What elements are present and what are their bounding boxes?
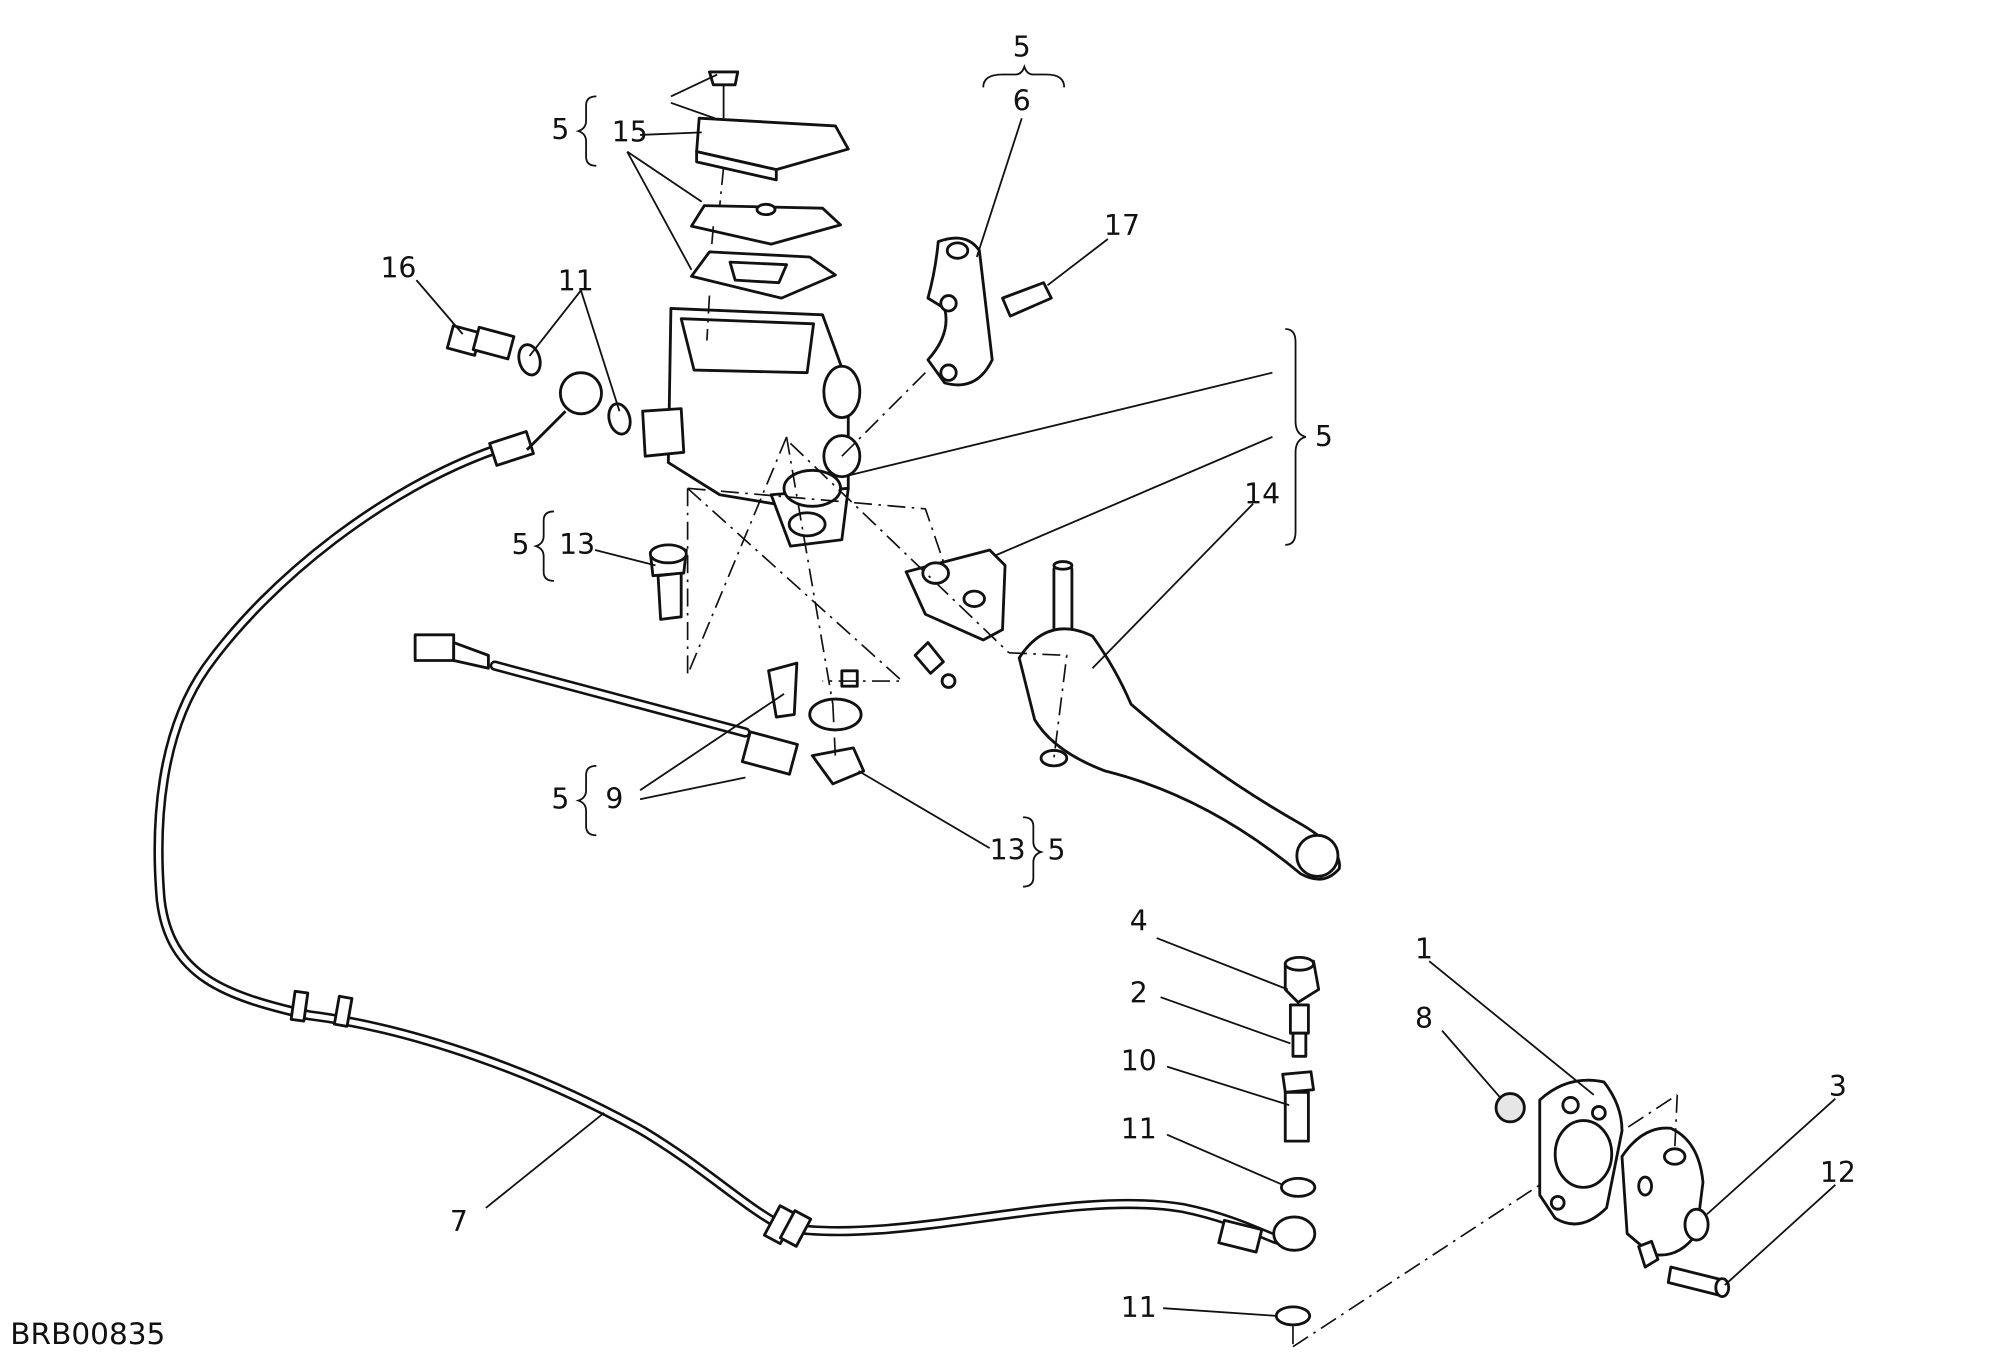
callout-5-left-13: 5 [512, 528, 530, 561]
banjo-fitting-top [445, 324, 632, 451]
braces [533, 63, 1307, 888]
callout-14: 14 [1244, 478, 1280, 511]
callout-6: 6 [1013, 85, 1031, 118]
lever-pivot-block [904, 548, 1007, 689]
callout-5-bottom-13: 5 [1047, 834, 1065, 867]
callout-11-top: 11 [558, 264, 594, 297]
callout-16: 16 [380, 252, 416, 285]
callout-labels: 5 6 5 15 16 11 17 5 14 5 13 5 9 13 5 4 2… [10, 31, 1856, 1352]
callout-4: 4 [1130, 904, 1148, 937]
microswitch-cable [413, 633, 866, 786]
callout-5-right: 5 [1315, 420, 1333, 453]
assembly-centerlines-upper [686, 372, 1068, 759]
callout-17: 17 [1104, 209, 1140, 242]
callout-12: 12 [1820, 1156, 1856, 1189]
bleed-valve-stack [1272, 955, 1678, 1348]
callout-11-bottom: 11 [1121, 1291, 1157, 1324]
callout-5-top: 5 [1013, 31, 1031, 64]
reservoir-cap-stack [690, 70, 850, 341]
drawing-code: BRB00835 [10, 1317, 165, 1351]
clutch-hose [153, 430, 1284, 1254]
cap-plug-13 [648, 543, 688, 621]
callout-1: 1 [1415, 933, 1433, 966]
callout-13-left: 13 [559, 528, 595, 561]
callout-10: 10 [1121, 1044, 1157, 1077]
callout-11-mid: 11 [1121, 1113, 1157, 1146]
callout-15: 15 [612, 115, 648, 148]
callout-7: 7 [450, 1205, 468, 1238]
callout-9: 9 [605, 782, 623, 815]
handlebar-clamp [926, 236, 1053, 387]
callout-2: 2 [1130, 976, 1148, 1009]
callout-3: 3 [1829, 1070, 1847, 1103]
slave-cylinder [1494, 1078, 1731, 1299]
callout-8: 8 [1415, 1002, 1433, 1035]
leader-lines [415, 73, 1836, 1317]
master-cylinder [641, 306, 862, 548]
callout-5-left-top: 5 [551, 113, 569, 146]
callout-5-left-9: 5 [551, 782, 569, 815]
clutch-lever [1017, 560, 1341, 881]
callout-13-bottom: 13 [990, 834, 1026, 867]
